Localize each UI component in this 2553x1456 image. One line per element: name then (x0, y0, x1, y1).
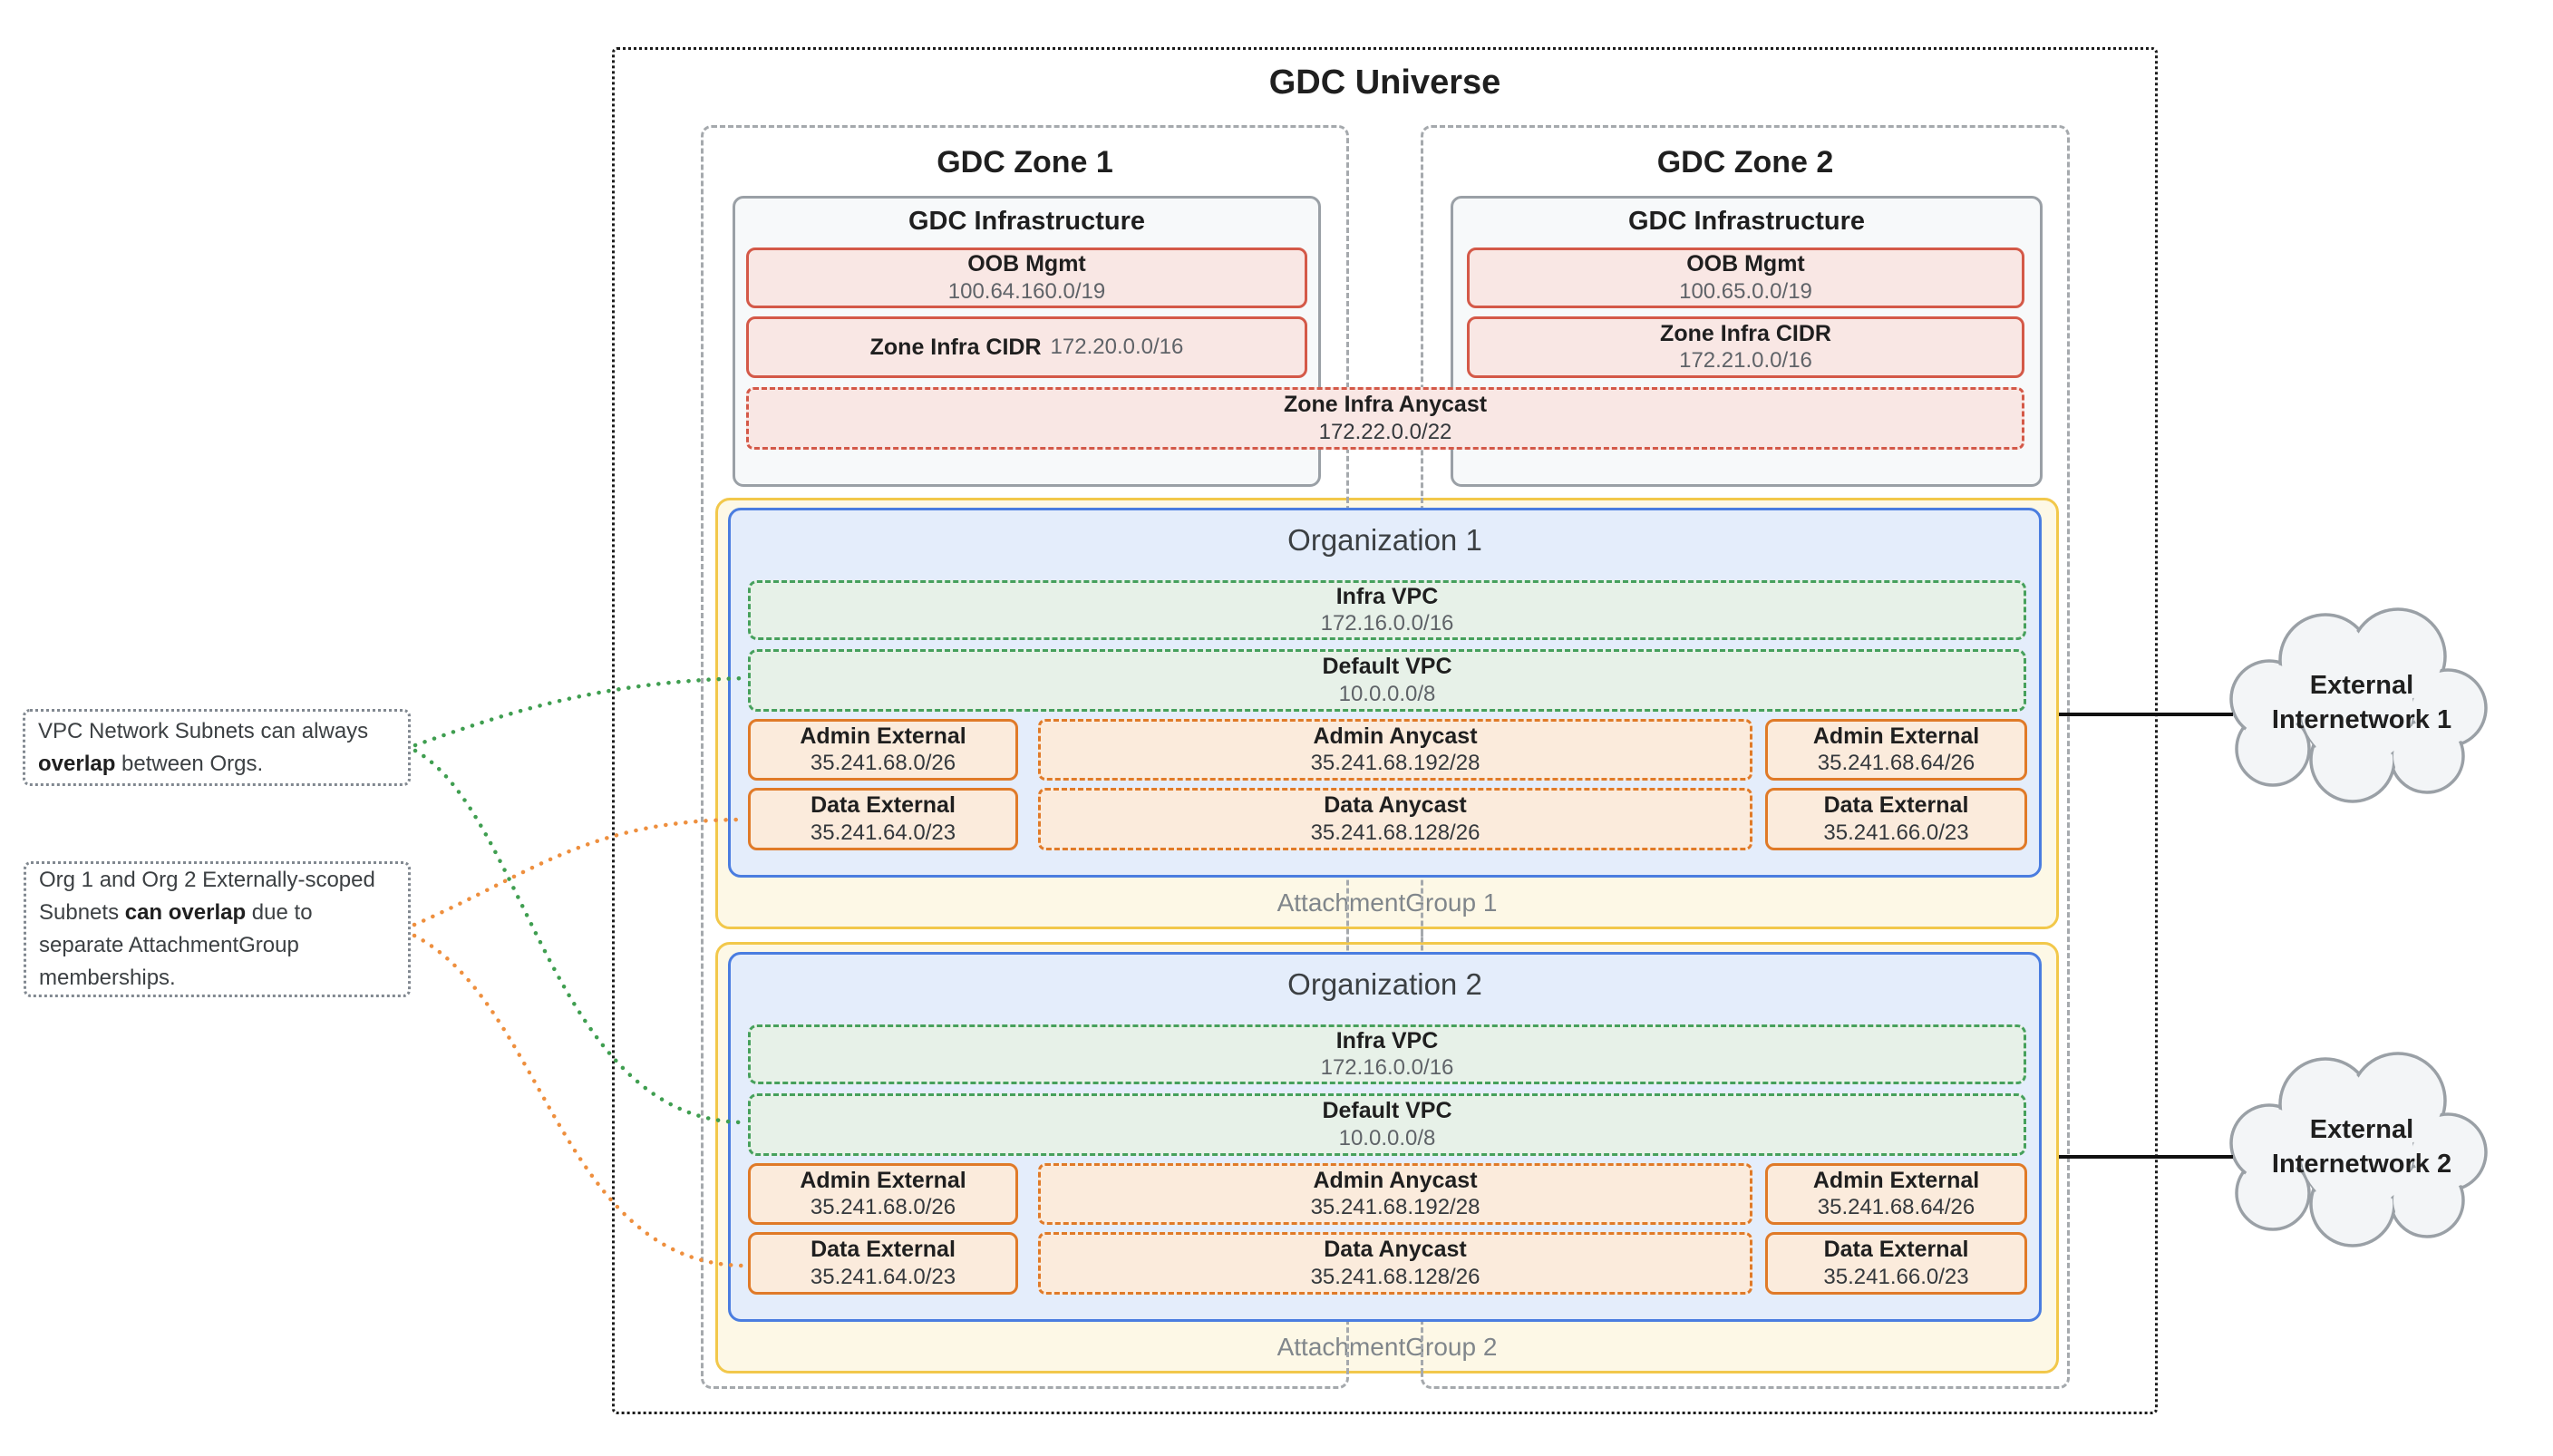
cloud-1-label: External Internetwork 1 (2271, 671, 2452, 734)
org1-infra-vpc-box: Infra VPC 172.16.0.0/16 (748, 580, 2026, 640)
org2-data-external-left-box: Data External 35.241.64.0/23 (748, 1232, 1018, 1295)
annotation-segment: VPC Network Subnets can always (38, 718, 369, 743)
annotation-segment: Org 1 and Org 2 Externally-scoped Subnet… (39, 868, 375, 925)
infra-cidr-value: 172.21.0.0/16 (1679, 348, 1812, 374)
org1-admin-anycast-box: Admin Anycast 35.241.68.192/28 (1038, 719, 1752, 781)
subnet-label: Admin External (1812, 723, 1980, 749)
org1-data-external-left-box: Data External 35.241.64.0/23 (748, 788, 1018, 850)
vpc-label: Infra VPC (1335, 1027, 1439, 1053)
annotation-text: Org 1 and Org 2 Externally-scoped Subnet… (39, 864, 395, 995)
subnet-label: Admin External (1812, 1167, 1980, 1193)
org2-admin-external-left-box: Admin External 35.241.68.0/26 (748, 1163, 1018, 1225)
organization-2-title: Organization 2 (1287, 967, 1482, 1001)
attachment-group-1-label: AttachmentGroup 1 (1276, 888, 1498, 917)
subnet-cidr: 35.241.68.0/26 (810, 1195, 956, 1220)
subnet-cidr: 35.241.68.0/26 (810, 751, 956, 776)
org2-admin-anycast-box: Admin Anycast 35.241.68.192/28 (1038, 1163, 1752, 1225)
org1-admin-external-right-box: Admin External 35.241.68.64/26 (1765, 719, 2027, 781)
org1-admin-external-left-box: Admin External 35.241.68.0/26 (748, 719, 1018, 781)
vpc-label: Default VPC (1322, 654, 1452, 680)
org2-default-vpc-box: Default VPC 10.0.0.0/8 (748, 1093, 2026, 1156)
subnet-cidr: 35.241.64.0/23 (810, 820, 956, 845)
subnet-label: Admin Anycast (1313, 1167, 1478, 1193)
oob-label: OOB Mgmt (967, 251, 1086, 277)
vpc-label: Default VPC (1322, 1098, 1452, 1124)
anycast-label: Zone Infra Anycast (1283, 392, 1488, 418)
zone-2-infra-cidr-box: Zone Infra CIDR 172.21.0.0/16 (1467, 316, 2024, 378)
subnet-label: Data Anycast (1324, 792, 1467, 819)
vpc-label: Infra VPC (1335, 583, 1439, 609)
oob-cidr: 100.65.0.0/19 (1679, 278, 1812, 304)
zone-1-infra-cidr-box: Zone Infra CIDR 172.20.0.0/16 (746, 316, 1307, 378)
vpc-cidr: 10.0.0.0/8 (1338, 681, 1436, 706)
annotation-vpc-overlap: VPC Network Subnets can always overlap b… (23, 709, 411, 786)
oob-cidr: 100.64.160.0/19 (947, 278, 1106, 304)
zone-infra-anycast-box: Zone Infra Anycast 172.22.0.0/22 (746, 387, 2024, 450)
subnet-label: Data External (1823, 1237, 1969, 1263)
annotation-segment: due to separate AttachmentGroup membersh… (39, 900, 313, 990)
org1-internetwork-connection-line (2059, 713, 2233, 716)
zone-divider-dash-right (1421, 498, 1423, 1373)
subnet-cidr: 35.241.66.0/23 (1823, 1264, 1969, 1289)
attachment-group-2-label: AttachmentGroup 2 (1276, 1333, 1498, 1361)
org1-data-anycast-box: Data Anycast 35.241.68.128/26 (1038, 788, 1752, 850)
zone-divider-dash-left (1346, 498, 1349, 1373)
vpc-cidr: 172.16.0.0/16 (1320, 611, 1454, 636)
annotation-text: VPC Network Subnets can always overlap b… (38, 715, 395, 781)
zone-1-infrastructure-title: GDC Infrastructure (908, 207, 1146, 236)
zone-1-title: GDC Zone 1 (937, 145, 1113, 180)
cloud-2-label: External Internetwork 2 (2271, 1115, 2452, 1179)
annotation-bold-segment: can overlap (124, 900, 247, 925)
universe-title: GDC Universe (1268, 63, 1501, 102)
zone-2-infrastructure-title: GDC Infrastructure (1627, 207, 1866, 236)
subnet-cidr: 35.241.68.128/26 (1310, 820, 1480, 845)
org2-internetwork-connection-line (2059, 1155, 2233, 1159)
subnet-label: Admin External (800, 723, 966, 749)
subnet-cidr: 35.241.68.64/26 (1817, 1195, 1975, 1220)
org2-data-anycast-box: Data Anycast 35.241.68.128/26 (1038, 1232, 1752, 1295)
subnet-cidr: 35.241.68.128/26 (1310, 1264, 1480, 1289)
annotation-bold-segment: overlap (38, 751, 116, 776)
vpc-cidr: 10.0.0.0/8 (1338, 1125, 1436, 1150)
org1-data-external-right-box: Data External 35.241.66.0/23 (1765, 788, 2027, 850)
infra-cidr-label: Zone Infra CIDR (1660, 320, 1831, 346)
zone-2-oob-mgmt-box: OOB Mgmt 100.65.0.0/19 (1467, 248, 2024, 308)
subnet-label: Data External (1823, 792, 1969, 819)
subnet-cidr: 35.241.68.192/28 (1310, 1195, 1480, 1220)
subnet-cidr: 35.241.68.192/28 (1310, 751, 1480, 776)
subnet-cidr: 35.241.66.0/23 (1823, 820, 1969, 845)
organization-1-title: Organization 1 (1287, 523, 1482, 557)
vpc-cidr: 172.16.0.0/16 (1320, 1055, 1454, 1081)
subnet-label: Admin External (800, 1167, 966, 1193)
subnet-cidr: 35.241.68.64/26 (1817, 751, 1975, 776)
external-internetwork-1-cloud: External Internetwork 1 (2217, 604, 2498, 830)
cloud-icon (2229, 1052, 2488, 1247)
org2-infra-vpc-box: Infra VPC 172.16.0.0/16 (748, 1024, 2026, 1084)
zone-2-title: GDC Zone 2 (1656, 145, 1834, 180)
infra-cidr-label: Zone Infra CIDR (869, 334, 1042, 360)
external-internetwork-2-cloud: External Internetwork 2 (2217, 1048, 2498, 1275)
annotation-external-overlap: Org 1 and Org 2 Externally-scoped Subnet… (24, 861, 411, 997)
subnet-label: Data External (811, 1237, 956, 1263)
subnet-label: Data External (811, 792, 956, 819)
organization-1-box: Organization 1 Infra VPC 172.16.0.0/16 D… (728, 508, 2042, 878)
annotation-segment: between Orgs. (115, 751, 264, 776)
subnet-label: Data Anycast (1324, 1237, 1467, 1263)
org2-data-external-right-box: Data External 35.241.66.0/23 (1765, 1232, 2027, 1295)
org1-default-vpc-box: Default VPC 10.0.0.0/8 (748, 649, 2026, 712)
organization-2-box: Organization 2 Infra VPC 172.16.0.0/16 D… (728, 952, 2042, 1322)
cloud-icon (2229, 607, 2488, 803)
oob-label: OOB Mgmt (1686, 251, 1805, 277)
anycast-cidr: 172.22.0.0/22 (1318, 419, 1452, 444)
zone-1-oob-mgmt-box: OOB Mgmt 100.64.160.0/19 (746, 248, 1307, 308)
org2-admin-external-right-box: Admin External 35.241.68.64/26 (1765, 1163, 2027, 1225)
subnet-label: Admin Anycast (1313, 723, 1478, 749)
infra-cidr-value: 172.20.0.0/16 (1050, 335, 1184, 359)
subnet-cidr: 35.241.64.0/23 (810, 1264, 956, 1289)
